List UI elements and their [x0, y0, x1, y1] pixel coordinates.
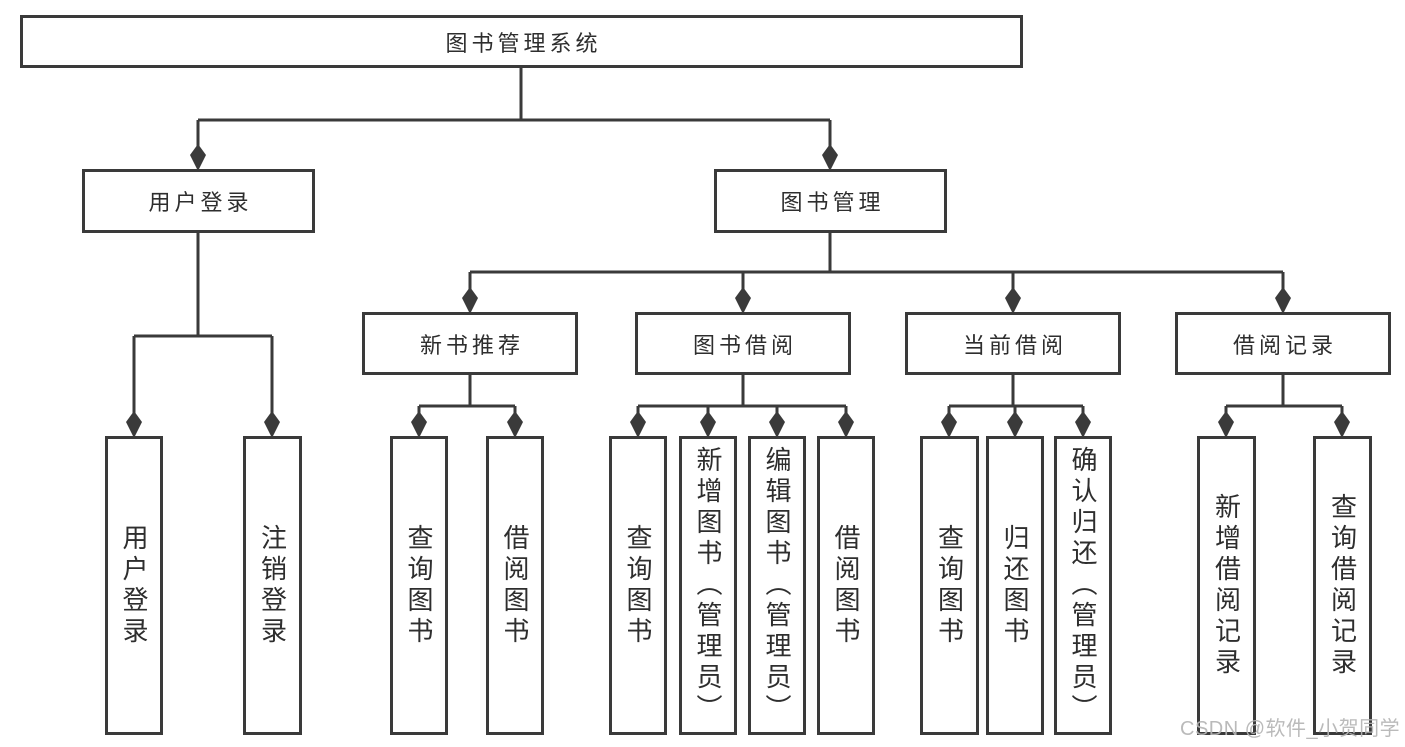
leaf-add-book-admin-label: 新增图书（管理员） [693, 446, 723, 725]
node-library-system-label: 图书管理系统 [445, 30, 602, 56]
leaf-edit-book-admin-label: 编辑图书（管理员） [762, 446, 792, 725]
node-library-system: 图书管理系统 [20, 15, 1023, 68]
leaf-add-borrow-record: 新增借阅记录 [1197, 436, 1256, 735]
leaf-add-borrow-record-label: 新增借阅记录 [1211, 492, 1242, 679]
leaf-borrow-books: 借阅图书 [817, 436, 875, 735]
node-book-management-label: 图书管理 [780, 190, 885, 215]
leaf-user-login-label: 用户登录 [119, 523, 149, 648]
leaf-query-books-borrow: 查询图书 [609, 436, 667, 735]
leaf-confirm-return-admin: 确认归还（管理员） [1054, 436, 1112, 735]
leaf-query-books-current-label: 查询图书 [934, 523, 965, 648]
node-new-book-recommend: 新书推荐 [362, 312, 578, 375]
node-user-login-label: 用户登录 [148, 190, 253, 215]
leaf-return-book: 归还图书 [986, 436, 1044, 735]
leaf-query-books-recommend: 查询图书 [390, 436, 448, 735]
node-current-borrow: 当前借阅 [905, 312, 1121, 375]
node-book-borrow: 图书借阅 [635, 312, 851, 375]
leaf-edit-book-admin: 编辑图书（管理员） [748, 436, 806, 735]
node-book-borrow-label: 图书借阅 [692, 332, 797, 358]
csdn-watermark: CSDN @软件_小贺同学 [1180, 718, 1401, 740]
node-book-management: 图书管理 [714, 169, 947, 233]
leaf-add-book-admin: 新增图书（管理员） [679, 436, 737, 735]
node-borrow-records-label: 借阅记录 [1232, 332, 1337, 358]
leaf-borrow-books-recommend-label: 借阅图书 [500, 523, 530, 648]
leaf-logout: 注销登录 [243, 436, 302, 735]
leaf-logout-label: 注销登录 [257, 523, 288, 648]
leaf-query-books-borrow-label: 查询图书 [623, 523, 653, 648]
leaf-query-books-recommend-label: 查询图书 [404, 523, 434, 648]
leaf-query-books-current: 查询图书 [920, 436, 979, 735]
leaf-user-login: 用户登录 [105, 436, 163, 735]
node-new-book-recommend-label: 新书推荐 [419, 332, 524, 358]
node-current-borrow-label: 当前借阅 [962, 332, 1067, 358]
leaf-borrow-books-label: 借阅图书 [831, 523, 861, 648]
leaf-return-book-label: 归还图书 [1000, 523, 1030, 648]
leaf-confirm-return-admin-label: 确认归还（管理员） [1068, 446, 1098, 725]
node-user-login: 用户登录 [82, 169, 315, 233]
leaf-borrow-books-recommend: 借阅图书 [486, 436, 544, 735]
leaf-query-borrow-record-label: 查询借阅记录 [1327, 492, 1358, 679]
leaf-query-borrow-record: 查询借阅记录 [1313, 436, 1372, 735]
node-borrow-records: 借阅记录 [1175, 312, 1391, 375]
